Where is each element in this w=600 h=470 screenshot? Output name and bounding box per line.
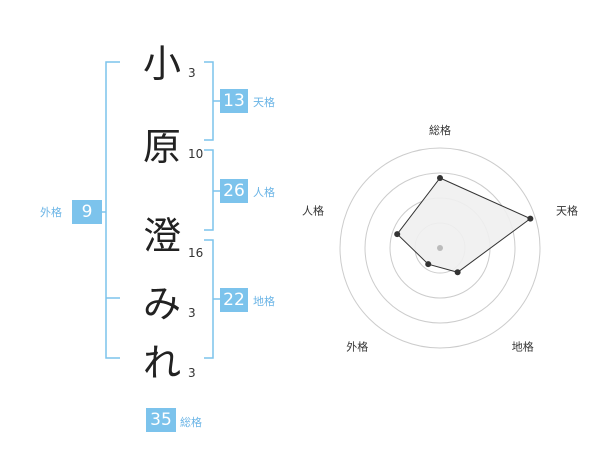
jinkaku-label: 人格 (253, 186, 275, 199)
name-char-5: れ (142, 341, 181, 385)
stroke-count-4: 3 (188, 306, 196, 320)
stroke-count-5: 3 (188, 366, 196, 380)
gaikaku-badge: 9 (72, 200, 102, 224)
radar-axis-label-1: 総格 (429, 123, 451, 137)
radar-axis-label-2: 天格 (556, 203, 578, 217)
soukaku-label: 総格 (180, 416, 202, 429)
chikaku-label: 地格 (253, 295, 275, 308)
tenkaku-label: 天格 (253, 96, 275, 109)
name-char-4: み (142, 282, 181, 326)
radar-axis-label-5: 人格 (302, 203, 324, 217)
gaikaku-label: 外格 (40, 206, 62, 219)
radar-grid-circle (364, 172, 516, 324)
name-char-1: 小 (142, 42, 181, 86)
jinkaku-badge: 26 (220, 179, 248, 203)
radar-point-1 (437, 175, 443, 181)
radar-point-2 (527, 215, 534, 222)
stroke-count-2: 10 (188, 147, 204, 161)
stroke-count-3: 16 (188, 246, 204, 260)
chikaku-badge: 22 (220, 288, 248, 312)
radar-center-dot (437, 245, 443, 251)
radar-point-3 (454, 269, 461, 276)
tenkaku-badge: 13 (220, 89, 248, 113)
radar-point-5 (394, 231, 401, 238)
name-char-3: 澄 (142, 214, 181, 258)
radar-grid-circle (339, 147, 541, 349)
radar-axis-label-3: 地格 (512, 340, 534, 354)
radar-point-4 (425, 261, 432, 268)
soukaku-badge: 35 (146, 408, 176, 432)
name-char-2: 原 (142, 125, 181, 169)
radar-score-polygon (396, 177, 532, 273)
radar-axis-label-4: 外格 (346, 340, 368, 354)
stroke-count-1: 3 (188, 66, 196, 80)
